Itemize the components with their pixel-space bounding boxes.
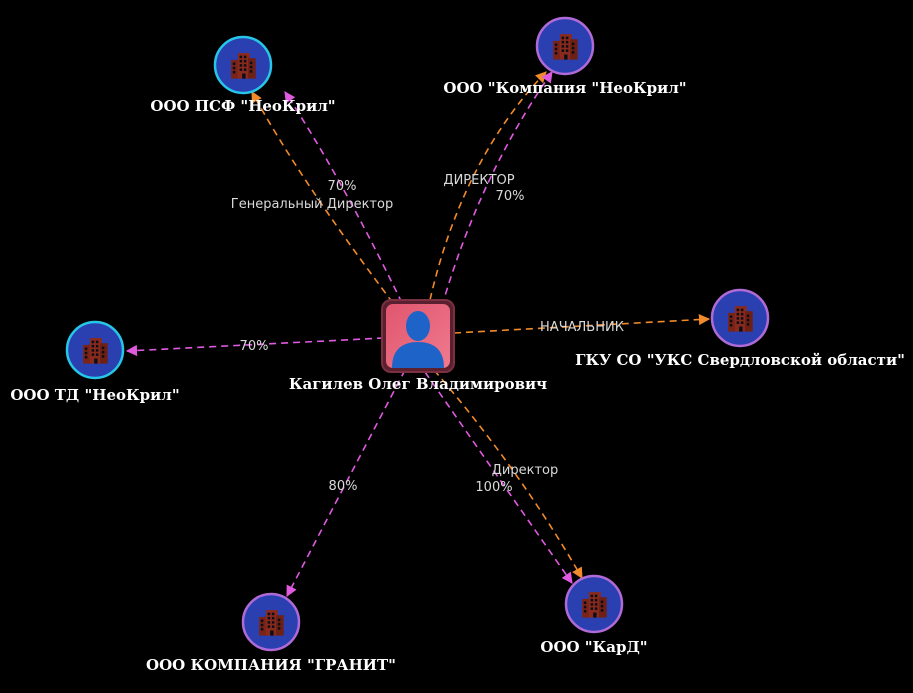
edge-label-ownership-psf: 70% [328, 179, 357, 194]
edge-label-ownership-granit: 80% [329, 479, 358, 494]
edge-label-role-gku: НАЧАЛЬНИК [540, 320, 624, 335]
company-node-kard[interactable]: ООО "КарД" [540, 574, 648, 656]
company-node-psf-neokril[interactable]: ООО ПСФ "НеоКрил" [150, 35, 336, 115]
edge-label-role-psf: Генеральный Директор [231, 197, 393, 212]
edge-label-role-kompaniya: ДИРЕКТОР [443, 173, 514, 188]
person-node[interactable]: Кагилев Олег Владимирович [289, 299, 547, 393]
person-icon [392, 311, 444, 368]
company-name: ООО "Компания "НеоКрил" [443, 79, 686, 97]
company-name: ООО "КарД" [540, 638, 647, 656]
company-name: ООО КОМПАНИЯ "ГРАНИТ" [146, 656, 396, 674]
company-node-td-neokril[interactable]: ООО ТД "НеоКрил" [10, 320, 180, 404]
edge-label-role-kard: Директор [492, 463, 559, 478]
company-name: ООО ПСФ "НеоКрил" [150, 97, 335, 115]
edges-layer [125, 71, 711, 597]
company-name: ГКУ СО "УКС Свердловской области" [575, 351, 905, 369]
edge-label-ownership-td: 70% [240, 339, 269, 354]
edge-label-ownership-kard: 100% [475, 480, 512, 495]
edge-role-kompaniya[interactable] [429, 71, 547, 301]
person-name: Кагилев Олег Владимирович [289, 375, 547, 393]
company-node-gku-uks[interactable]: ГКУ СО "УКС Свердловской области" [575, 288, 905, 369]
edge-role-gku[interactable] [453, 313, 711, 334]
edge-ownership-kompaniya[interactable] [441, 71, 553, 307]
edge-label-ownership-kompaniya: 70% [496, 189, 525, 204]
edge-labels-layer: 70%Генеральный ДиректорДИРЕКТОР70%70%НАЧ… [231, 173, 624, 495]
company-name: ООО ТД "НеоКрил" [10, 386, 179, 404]
company-node-granit[interactable]: ООО КОМПАНИЯ "ГРАНИТ" [146, 592, 396, 674]
company-node-kompaniya-neokril[interactable]: ООО "Компания "НеоКрил" [443, 16, 687, 97]
edge-ownership-td[interactable] [125, 337, 385, 357]
edge-role-psf[interactable] [251, 91, 394, 304]
edge-ownership-granit[interactable] [286, 369, 406, 597]
